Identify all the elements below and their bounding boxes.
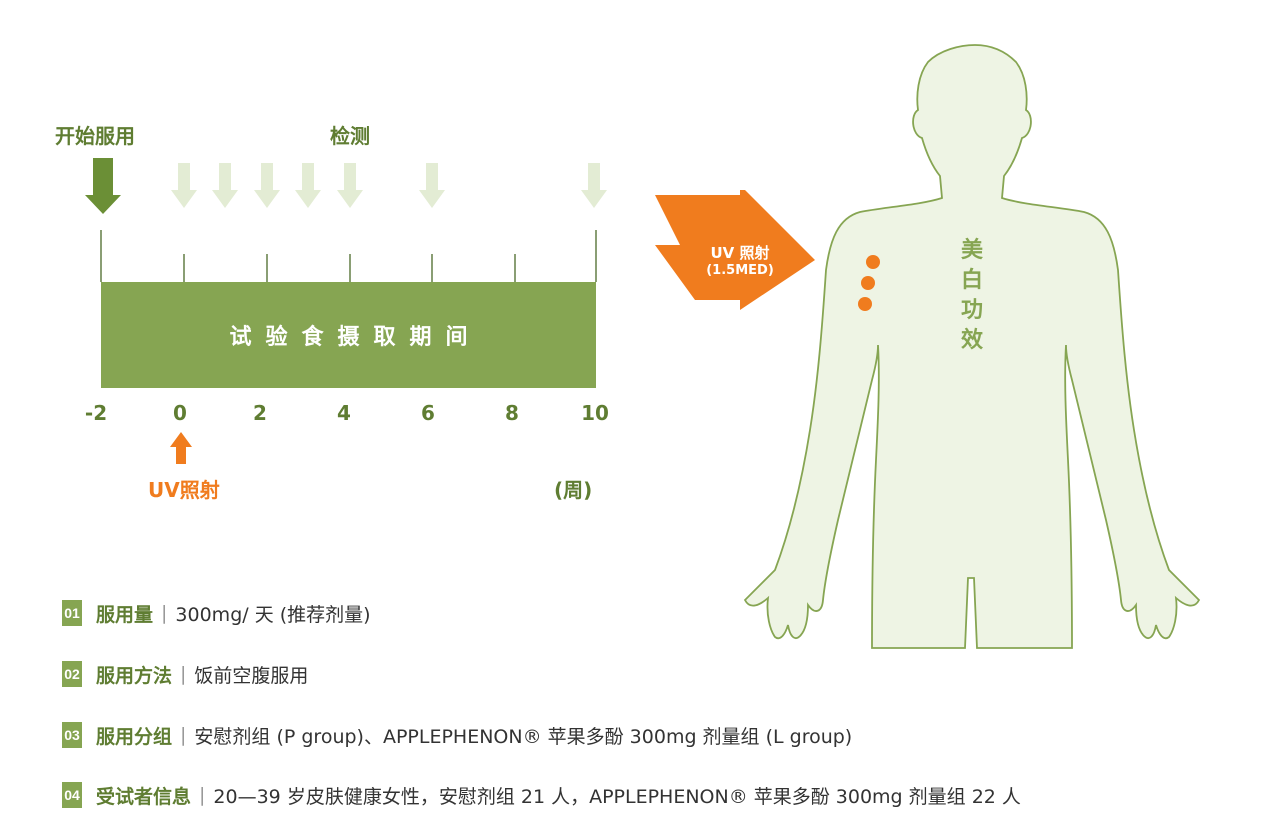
info-key: 受试者信息 xyxy=(96,785,192,808)
tick-label: 6 xyxy=(421,401,435,425)
effect-char: 功 xyxy=(960,298,983,323)
info-row-method: 02 服用方法 | 饭前空腹服用 xyxy=(62,659,308,689)
effect-char: 白 xyxy=(960,268,983,293)
week-unit-label: (周) xyxy=(554,478,593,502)
separator: | xyxy=(180,663,187,685)
separator: | xyxy=(180,724,187,746)
start-arrow-icon xyxy=(85,158,121,214)
human-body-figure xyxy=(743,44,1201,649)
effect-char: 效 xyxy=(960,328,983,353)
info-number-badge: 03 xyxy=(62,722,82,748)
tick-label: 10 xyxy=(581,401,609,425)
info-key: 服用方法 xyxy=(96,664,173,687)
separator: | xyxy=(161,602,168,624)
tick-label: 0 xyxy=(173,401,187,425)
detection-arrow-icon xyxy=(171,163,197,208)
uv-arrow-label: UV 照射 (1.5MED) xyxy=(695,242,785,278)
info-key: 服用量 xyxy=(96,603,154,626)
uv-irradiation-label: UV照射 xyxy=(148,478,220,502)
detection-arrows xyxy=(171,163,607,208)
detection-arrow-icon xyxy=(337,163,363,208)
whitening-effect-label: 美 白 功 效 xyxy=(955,236,989,356)
uv-irradiation-arrow xyxy=(655,190,815,310)
info-value: 安慰剂组 (P group)、APPLEPHENON® 苹果多酚 300mg 剂… xyxy=(194,725,853,748)
test-label: 检测 xyxy=(330,124,370,148)
uv-spot-dot xyxy=(866,255,880,269)
info-value: 20—39 岁皮肤健康女性，安慰剂组 21 人，APPLEPHENON® 苹果多… xyxy=(213,785,1021,808)
intake-period-bar: 试验食摄取期间 xyxy=(101,282,596,388)
info-row-groups: 03 服用分组 | 安慰剂组 (P group)、APPLEPHENON® 苹果… xyxy=(62,720,852,750)
uv-up-arrow-icon xyxy=(170,432,192,464)
uv-arrow-icon xyxy=(655,190,815,310)
detection-arrow-icon xyxy=(254,163,280,208)
intake-period-label: 试验食摄取期间 xyxy=(229,325,482,350)
info-value: 300mg/ 天 (推荐剂量) xyxy=(175,603,371,626)
detection-arrow-icon xyxy=(419,163,445,208)
timeline-diagram xyxy=(85,158,607,464)
info-number-badge: 01 xyxy=(62,600,82,626)
tick-label: 4 xyxy=(337,401,351,425)
info-row-subjects: 04 受试者信息 | 20—39 岁皮肤健康女性，安慰剂组 21 人，APPLE… xyxy=(62,780,1021,810)
tick-label: -2 xyxy=(84,401,108,425)
info-value: 饭前空腹服用 xyxy=(194,664,309,687)
separator: | xyxy=(199,784,206,806)
uv-spot-dot xyxy=(861,276,875,290)
start-dosing-label: 开始服用 xyxy=(55,124,135,148)
detection-arrow-icon xyxy=(295,163,321,208)
body-silhouette xyxy=(743,44,1201,649)
info-row-dosage: 01 服用量 | 300mg/ 天 (推荐剂量) xyxy=(62,598,371,628)
info-number-badge: 04 xyxy=(62,782,82,808)
uv-arrow-title: UV 照射 xyxy=(710,244,770,262)
info-key: 服用分组 xyxy=(96,725,173,748)
uv-spot-dot xyxy=(858,297,872,311)
detection-arrow-icon xyxy=(581,163,607,208)
timeline-ticks xyxy=(100,230,597,282)
effect-char: 美 xyxy=(960,238,983,263)
tick-label: 8 xyxy=(505,401,519,425)
uv-arrow-dose: (1.5MED) xyxy=(706,263,774,278)
info-number-badge: 02 xyxy=(62,661,82,687)
tick-label: 2 xyxy=(253,401,267,425)
detection-arrow-icon xyxy=(212,163,238,208)
